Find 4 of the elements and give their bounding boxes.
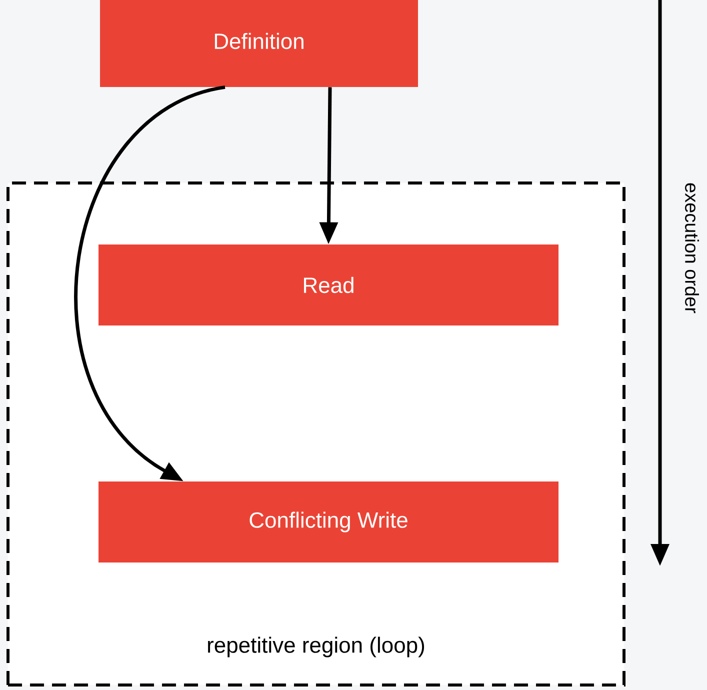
process-box: Read: [98, 244, 558, 326]
axis-label: execution order: [685, 183, 699, 314]
process-box: Conflicting Write: [98, 482, 558, 562]
process-box: Definition: [100, 0, 418, 87]
